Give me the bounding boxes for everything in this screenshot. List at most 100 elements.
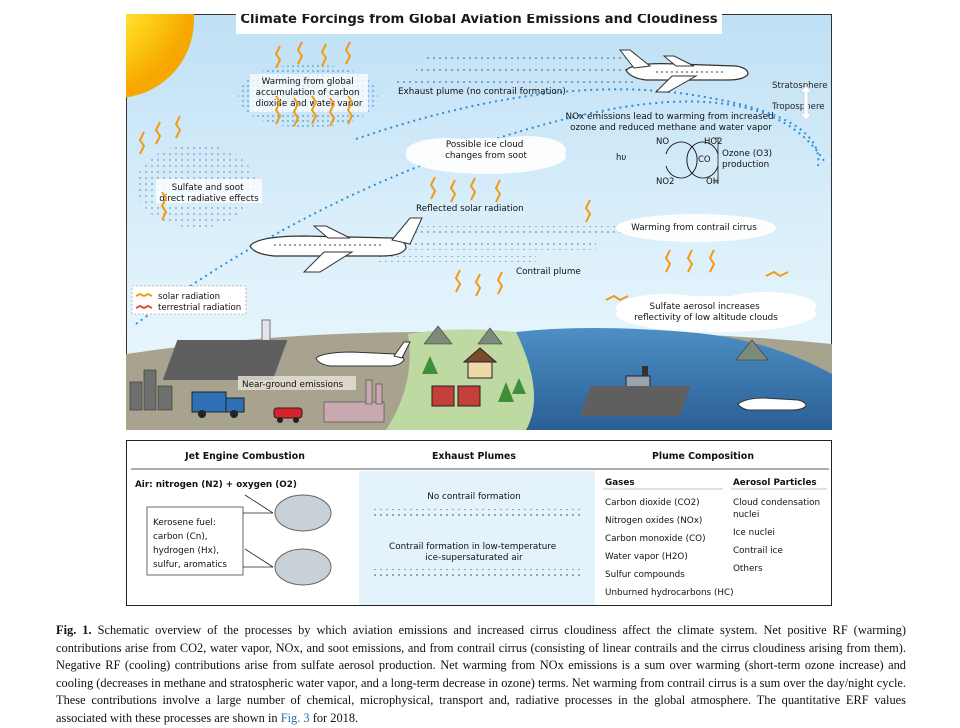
stratosphere-label: Stratosphere (772, 81, 828, 91)
ice-cloud-label: Possible ice cloud changes from soot (445, 140, 527, 161)
sulfate-aerosol-label: Sulfate aerosol increases reflectivity o… (634, 302, 778, 323)
legend-solar-label: solar radiation (158, 292, 220, 302)
aerosol-item: nuclei (733, 510, 759, 520)
near-ground-label: Near-ground emissions (242, 380, 344, 390)
contrail-formation-line-2: ice-supersaturated air (425, 553, 523, 563)
figure-caption: Fig. 1. Schematic overview of the proces… (56, 622, 906, 728)
accumulation-label-bg (250, 74, 368, 112)
accumulation-line-2: accumulation of carbon (256, 88, 360, 98)
factory-icon (323, 379, 385, 423)
legend-terrestrial-icon (135, 304, 153, 310)
contrail-formation-label: Contrail formation in low-temperature ic… (389, 542, 559, 563)
chem-ho2: HO2 (704, 137, 723, 147)
kerosene-line-3: hydrogen (Hx), (153, 546, 219, 556)
scene-svg: Climate Forcings from Global Aviation Em… (38, 0, 832, 430)
ozone-line-2: production (722, 160, 769, 170)
aerosol-list: Cloud condensation nuclei Ice nuclei Con… (733, 498, 820, 574)
sulfate-soot-label-bg (156, 179, 262, 203)
truck-icon (191, 391, 245, 418)
legend-terrestrial-label: terrestrial radiation (158, 303, 241, 313)
chem-oh: OH (706, 177, 719, 187)
aerosol-item: Cloud condensation (733, 498, 820, 508)
upper-aircraft-icon (618, 49, 749, 93)
header-composition: Plume Composition (652, 451, 754, 462)
up-down-arrow-icon (799, 85, 813, 121)
chem-hv: hυ (616, 153, 626, 163)
gases-list: Carbon dioxide (CO2) Nitrogen oxides (NO… (605, 498, 734, 598)
gas-item: Carbon dioxide (CO2) (605, 498, 700, 508)
right-aircraft-icon (737, 397, 807, 411)
air-arrows (243, 494, 274, 568)
sulfate-soot-label: Sulfate and soot direct radiative effect… (159, 183, 259, 204)
no-contrail-label: No contrail formation (427, 492, 520, 502)
green-field (386, 329, 534, 430)
aerosol-item: Ice nuclei (733, 528, 775, 538)
chem-no2: NO2 (656, 177, 674, 187)
nox-cycle-diagram: NO HO2 hυ CO NO2 OH Ozone (O3) productio… (616, 137, 772, 187)
contrail-plume-label: Contrail plume (516, 267, 581, 277)
chem-no: NO (656, 137, 669, 147)
aerosol-header: Aerosol Particles (733, 478, 817, 488)
ice-cloud-line-1: Possible ice cloud (446, 140, 524, 150)
lower-plume-dots (371, 569, 581, 577)
kerosene-box (146, 506, 244, 576)
air-composition: Air: nitrogen (N2) + oxygen (O2) (135, 480, 297, 490)
ozone-line-1: Ozone (O3) (722, 149, 772, 159)
solar-radiation-arrows (138, 41, 789, 302)
plume-area-bg (359, 471, 595, 605)
chem-bracket (714, 137, 719, 183)
runway (162, 340, 288, 380)
reflected-solar-label: Reflected solar radiation (416, 204, 524, 214)
upper-plume-dots (371, 509, 581, 517)
gases-header: Gases (605, 478, 635, 488)
ice-cloud-line-2: changes from soot (445, 151, 527, 161)
gas-item: Unburned hydrocarbons (HC) (605, 588, 734, 598)
engine-icons (274, 494, 332, 586)
car-icon (273, 407, 303, 423)
nox-line-2: ozone and reduced methane and water vapo… (570, 123, 772, 133)
city-buildings (129, 369, 173, 411)
upper-exhaust-plume (396, 54, 636, 84)
contrail-cirrus-label: Warming from contrail cirrus (631, 223, 757, 233)
accumulation-label: Warming from global accumulation of carb… (256, 77, 363, 109)
title-backdrop (236, 12, 722, 34)
aerosol-item: Contrail ice (733, 546, 783, 556)
sulfate-aerosol-line-2: reflectivity of low altitude clouds (634, 313, 778, 323)
nox-label: NOx emissions lead to warming from incre… (566, 112, 777, 133)
ice-cloud (406, 136, 566, 174)
figure-reference-link[interactable]: Fig. 3 (280, 710, 310, 725)
kerosene-line-4: sulfur, aromatics (153, 560, 227, 570)
caption-text: Schematic overview of the processes by w… (56, 623, 906, 725)
nox-line-1: NOx emissions lead to warming from incre… (566, 112, 774, 122)
caption-text-end: for 2018. (312, 710, 359, 725)
mountains-icon (423, 325, 769, 361)
aerosol-item: Others (733, 564, 763, 574)
ground-aircraft-icon (315, 341, 411, 367)
houses-icon (431, 347, 498, 407)
caption-label: Fig. 1. (56, 623, 92, 637)
gas-item: Carbon monoxide (CO) (605, 534, 706, 544)
sulfate-soot-line-2: direct radiative effects (159, 194, 259, 204)
table-svg: Jet Engine Combustion Exhaust Plumes Plu… (131, 451, 829, 605)
header-combustion: Jet Engine Combustion (184, 451, 305, 462)
accumulation-line-3: dioxide and water vapor (256, 99, 363, 109)
legend-box (131, 285, 247, 315)
diagram-title: Climate Forcings from Global Aviation Em… (240, 14, 717, 27)
legend-solar-icon (135, 292, 153, 298)
gas-item: Sulfur compounds (605, 570, 685, 580)
gas-item: Nitrogen oxides (NOx) (605, 516, 702, 526)
troposphere-label: Troposphere (771, 102, 825, 112)
kerosene-line-1: Kerosene fuel: (153, 518, 216, 528)
low-cloud (616, 292, 816, 332)
contrail-formation-line-1: Contrail formation in low-temperature (389, 542, 556, 552)
right-runway (579, 386, 691, 416)
climate-forcing-scene: Climate Forcings from Global Aviation Em… (38, 0, 832, 430)
lower-aircraft-icon (249, 217, 423, 273)
contrail-cirrus-cloud (616, 214, 776, 242)
kerosene-label: Kerosene fuel: carbon (Cn), hydrogen (Hx… (153, 518, 227, 570)
exhaust-plume-label: Exhaust plume (no contrail formation) (398, 87, 566, 97)
emissions-table: Jet Engine Combustion Exhaust Plumes Plu… (126, 440, 832, 606)
sulfate-aerosol-line-1: Sulfate aerosol increases (649, 302, 760, 312)
sulfate-soot-line-1: Sulfate and soot (172, 183, 244, 193)
kerosene-line-2: carbon (Cn), (153, 532, 208, 542)
